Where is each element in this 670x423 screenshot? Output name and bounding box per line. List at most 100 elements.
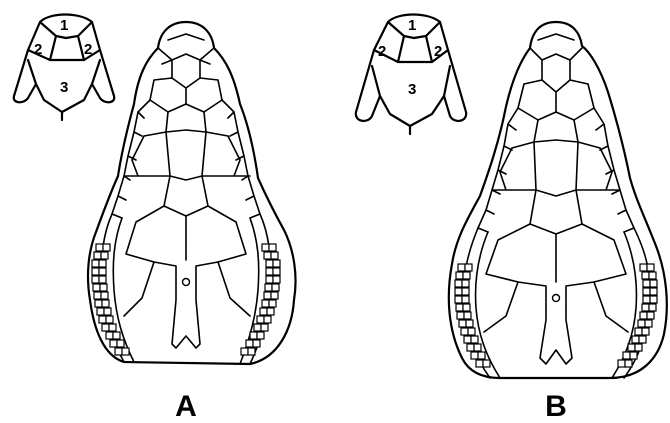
inset-b-scale-lines	[372, 22, 450, 134]
skull-b-frontal-scales	[492, 140, 620, 196]
scale	[638, 320, 645, 327]
skull-a-frontal-scales	[124, 130, 250, 180]
scale	[650, 288, 657, 295]
scale	[241, 348, 248, 355]
inset-a-scale-lines	[28, 22, 100, 120]
scale	[468, 328, 475, 335]
inset-b-label-2-right: 2	[434, 43, 442, 60]
scale	[257, 332, 264, 339]
scale	[457, 312, 464, 319]
scale	[471, 352, 478, 359]
scale	[632, 336, 639, 343]
skull-b-supraocular-chain-left	[478, 108, 518, 232]
scale	[649, 304, 656, 311]
scale	[99, 276, 106, 283]
panel-b-label: B	[545, 390, 567, 423]
scale	[465, 264, 472, 271]
scale	[101, 292, 108, 299]
scale	[266, 260, 273, 267]
scale	[462, 296, 469, 303]
inset-b-label-2-left: 2	[378, 43, 386, 60]
scale	[96, 244, 103, 251]
scale	[642, 328, 649, 335]
scale	[101, 252, 108, 259]
scale	[618, 360, 625, 367]
scale	[456, 272, 463, 279]
scale	[273, 260, 280, 267]
scale	[103, 244, 110, 251]
scale	[92, 260, 99, 267]
scale	[104, 308, 111, 315]
inset-a: 1 2 2 3	[14, 15, 114, 121]
scale	[261, 324, 268, 331]
scale	[455, 288, 462, 295]
scale	[262, 244, 269, 251]
scale	[459, 320, 466, 327]
scale	[650, 296, 657, 303]
scale	[483, 360, 490, 367]
scale	[271, 292, 278, 299]
scale	[248, 348, 255, 355]
scale	[273, 268, 280, 275]
scale	[92, 268, 99, 275]
scale	[474, 344, 481, 351]
scale	[250, 332, 257, 339]
scale	[640, 312, 647, 319]
scale	[272, 284, 279, 291]
inset-b: 1 2 2 3	[356, 15, 466, 135]
scale	[92, 276, 99, 283]
scale	[478, 352, 485, 359]
scale	[271, 252, 278, 259]
skull-a-pineal-eye	[183, 279, 190, 286]
scale	[253, 340, 260, 347]
scale	[639, 336, 646, 343]
scale	[99, 260, 106, 267]
scale	[122, 348, 129, 355]
scale	[650, 280, 657, 287]
scale	[628, 344, 635, 351]
scale	[467, 344, 474, 351]
inset-b-label-1: 1	[408, 17, 416, 34]
scale	[99, 268, 106, 275]
scale	[458, 264, 465, 271]
scale	[623, 352, 630, 359]
scale	[456, 304, 463, 311]
scale	[264, 316, 271, 323]
scale	[462, 288, 469, 295]
skull-a-parietal-scales	[124, 176, 250, 348]
skull-b-parietal-scales	[484, 190, 628, 364]
scale	[462, 280, 469, 287]
scale	[625, 360, 632, 367]
scale	[647, 264, 654, 271]
scale	[110, 340, 117, 347]
scale	[269, 244, 276, 251]
scale	[640, 264, 647, 271]
scale	[106, 332, 113, 339]
scale	[643, 296, 650, 303]
scale	[471, 336, 478, 343]
scale	[99, 316, 106, 323]
scale	[642, 304, 649, 311]
scale	[262, 300, 269, 307]
inset-a-label-3: 3	[60, 79, 68, 96]
panel-a-label: A	[175, 390, 197, 423]
scale	[273, 276, 280, 283]
skull-b	[449, 22, 667, 378]
scale	[464, 336, 471, 343]
scale	[257, 316, 264, 323]
scale	[94, 292, 101, 299]
scale	[97, 308, 104, 315]
scale	[635, 328, 642, 335]
skull-a-snout-scales	[150, 34, 222, 132]
scale	[264, 292, 271, 299]
scale	[94, 252, 101, 259]
scale	[264, 252, 271, 259]
scale	[115, 348, 122, 355]
scale	[464, 312, 471, 319]
scale	[106, 316, 113, 323]
scale	[476, 360, 483, 367]
skull-b-pineal-eye	[553, 295, 560, 302]
scale	[93, 284, 100, 291]
panel-b: 1 2 2 3	[356, 15, 667, 423]
scale	[642, 272, 649, 279]
